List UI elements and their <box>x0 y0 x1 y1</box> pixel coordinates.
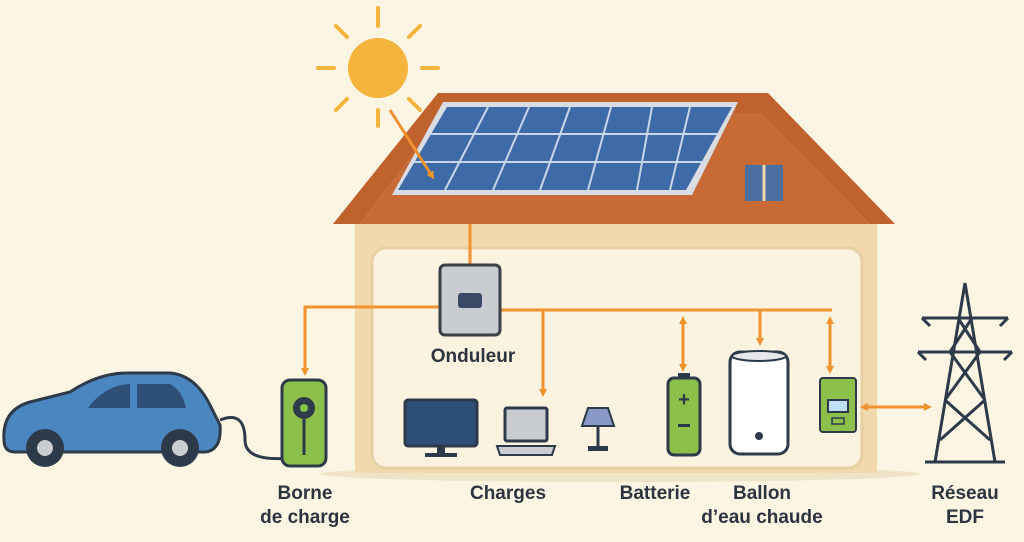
sun-icon <box>316 6 440 128</box>
battery-icon: + <box>666 373 702 457</box>
water-heater-icon <box>728 350 790 456</box>
sunlight-arrow <box>388 109 435 180</box>
energy-flows <box>301 305 932 411</box>
laptop-icon <box>495 406 557 456</box>
battery-label: Batterie <box>619 483 691 504</box>
electric-car-icon <box>2 371 291 467</box>
solar-panel <box>392 102 738 195</box>
smart-meter-icon <box>819 377 857 433</box>
charging-station-icon <box>280 378 328 468</box>
power-pylon-icon <box>916 282 1014 464</box>
charger-label-line2: de charge <box>260 507 350 528</box>
inverter-icon <box>438 263 502 337</box>
svg-text:+: + <box>678 389 690 411</box>
grid-label-line2: EDF <box>946 507 984 528</box>
charger-label-line1: Borne <box>277 483 333 504</box>
inverter-label: Onduleur <box>430 346 516 367</box>
water-heater-label-line2: d’eau chaude <box>701 507 823 528</box>
grid-label-line1: Réseau <box>931 483 999 504</box>
tv-icon <box>403 398 479 457</box>
lamp-icon <box>580 407 616 451</box>
loads-label: Charges <box>469 483 547 504</box>
water-heater-label-line1: Ballon <box>732 483 792 504</box>
